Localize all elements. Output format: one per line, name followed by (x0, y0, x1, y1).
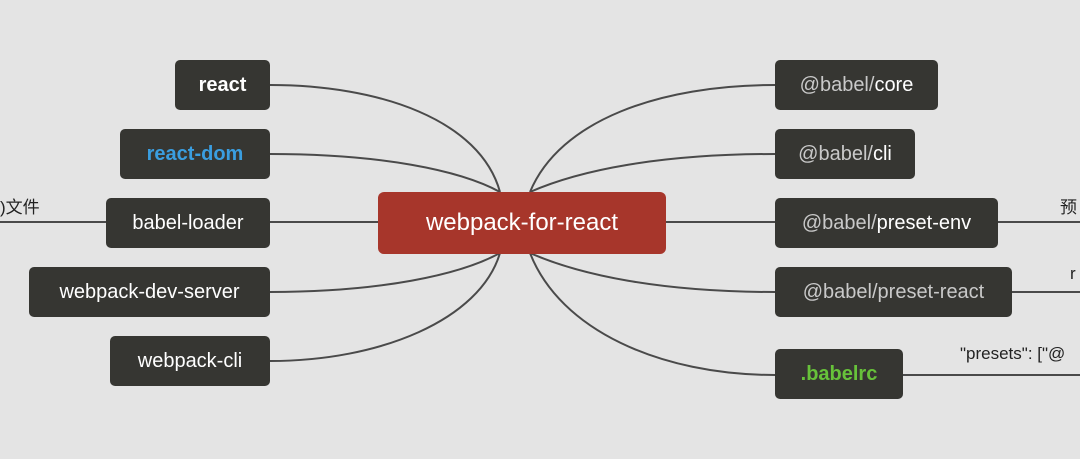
node-react-dom[interactable]: react-dom (120, 129, 270, 179)
node-webpack-dev-server[interactable]: webpack-dev-server (29, 267, 270, 317)
node-babel-preset-react[interactable]: @babel/preset-react (775, 267, 1012, 317)
node-babel-cli-name: cli (872, 142, 892, 165)
node-babel-core[interactable]: @babel/core (775, 60, 938, 110)
connector-react (269, 84, 501, 193)
connector-webpack-cli (269, 252, 501, 362)
node-webpack-cli[interactable]: webpack-cli (110, 336, 270, 386)
node-babel-preset-env-name: preset-env (876, 211, 972, 234)
node-babel-loader[interactable]: babel-loader (106, 198, 270, 248)
node-babel-preset-react-name: preset-react (877, 280, 985, 303)
connector-babel-core (529, 84, 776, 193)
center-node-label: webpack-for-react (425, 209, 619, 236)
node-react[interactable]: react (175, 60, 270, 110)
connector-babel-preset-react (529, 252, 776, 293)
node-babel-core-scope: @babel/ (799, 73, 875, 96)
node-react-dom-label: react-dom (146, 142, 244, 165)
node-webpack-dev-server-label: webpack-dev-server (59, 280, 240, 303)
node-babel-cli[interactable]: @babel/cli (775, 129, 915, 179)
node-babel-preset-react-scope: @babel/ (802, 280, 878, 303)
node-react-label: react (198, 73, 247, 96)
node-webpack-cli-label: webpack-cli (137, 349, 243, 372)
node-babel-preset-env-scope: @babel/ (801, 211, 877, 234)
connector-webpack-dev-server (269, 252, 501, 293)
annotation-preset-react: r (1070, 264, 1076, 283)
connector-babelrc (529, 252, 776, 376)
center-node[interactable]: webpack-for-react (378, 192, 666, 254)
annotation-babelrc: "presets": ["@ (960, 344, 1066, 363)
connector-react-dom (269, 153, 501, 193)
node-babel-core-name: core (874, 73, 914, 96)
node-babel-cli-scope: @babel/ (798, 142, 873, 165)
node-babelrc[interactable]: .babelrc (775, 349, 903, 399)
node-babelrc-label: .babelrc (800, 362, 878, 385)
node-babel-loader-label: babel-loader (132, 211, 244, 234)
annotation-babel-loader: )文件 (0, 198, 40, 217)
annotation-preset-env: 预 (1060, 198, 1077, 217)
node-babel-preset-env[interactable]: @babel/preset-env (775, 198, 998, 248)
connector-babel-cli (529, 153, 776, 193)
